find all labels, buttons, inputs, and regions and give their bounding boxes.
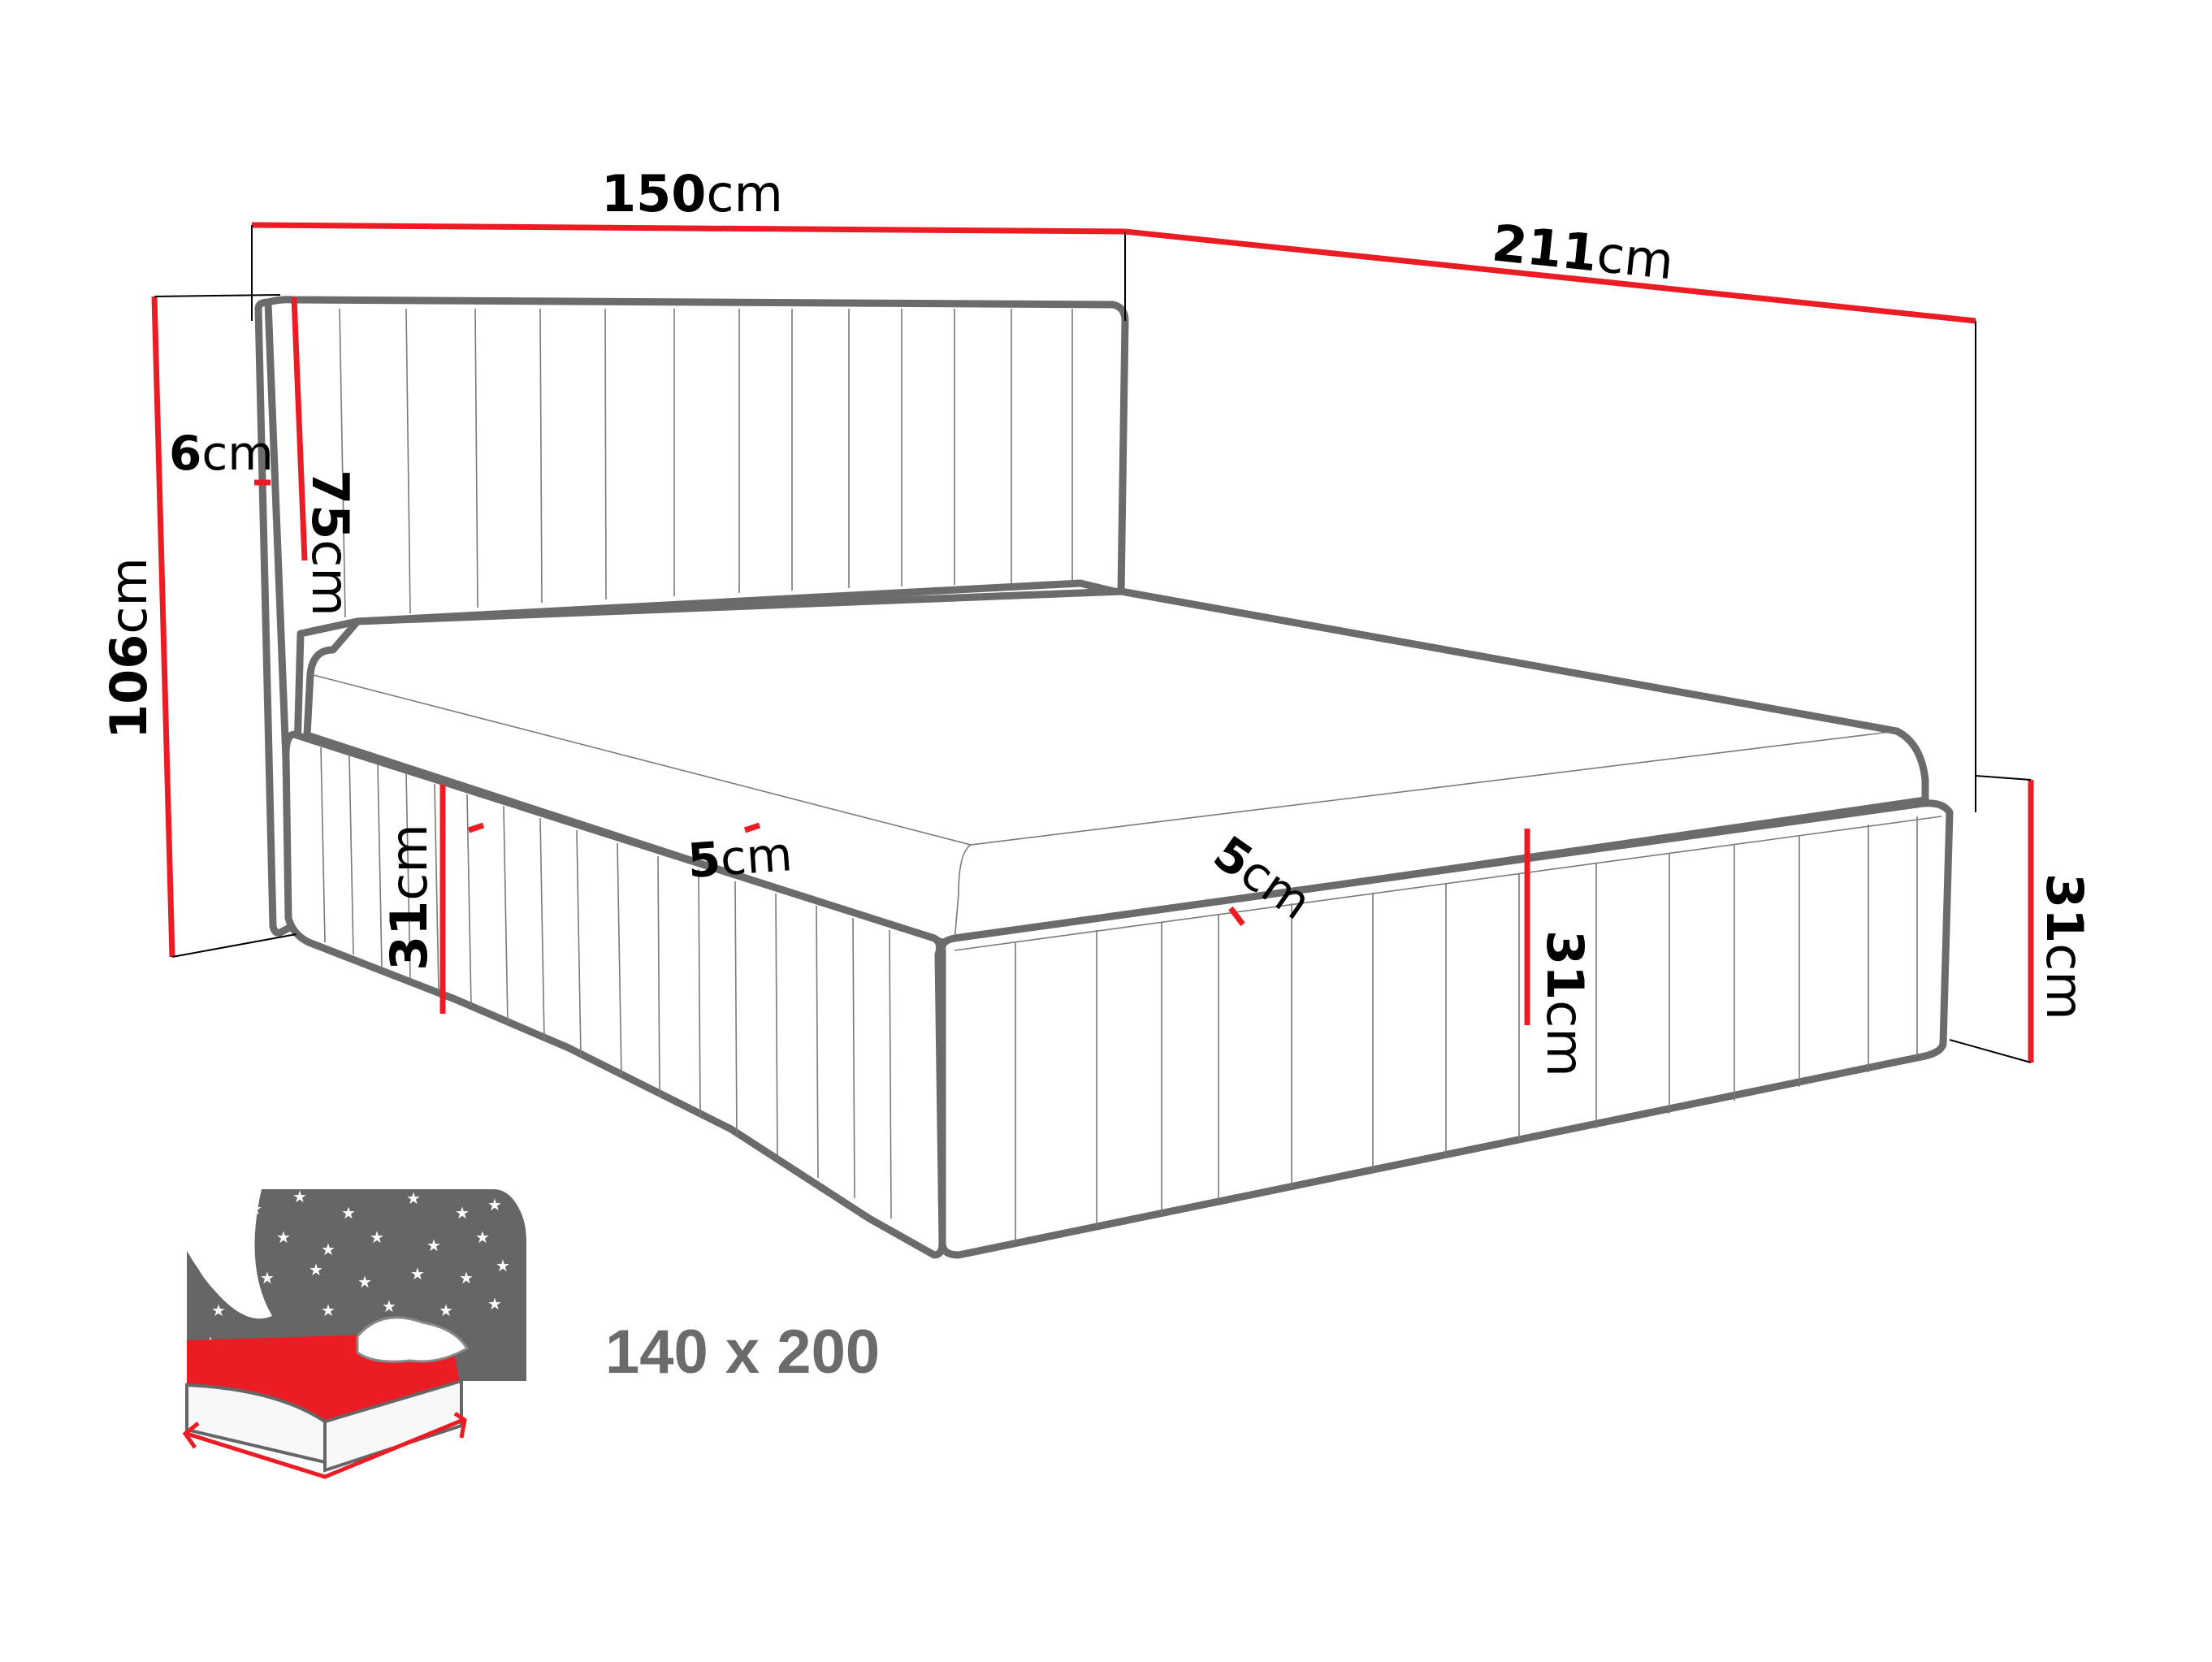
dimension-foot-rail-height: 31cm <box>1524 829 1595 1077</box>
dimension-width: 150cm <box>251 164 1126 321</box>
svg-text:★: ★ <box>439 1301 453 1320</box>
foot-rail <box>938 799 1954 1259</box>
side-rail-thickness-unit: cm <box>718 826 794 886</box>
left-side-rail <box>282 730 946 1259</box>
svg-text:★: ★ <box>496 1256 510 1275</box>
total-height-unit: cm <box>99 557 158 634</box>
svg-text:★: ★ <box>459 1268 474 1288</box>
svg-text:★: ★ <box>211 1301 226 1320</box>
headboard-channels <box>339 308 1073 618</box>
svg-text:★: ★ <box>321 1301 335 1320</box>
svg-text:75cm: 75cm <box>301 470 360 617</box>
left-rail-channels <box>320 747 892 1219</box>
svg-text:31cm: 31cm <box>2035 873 2094 1020</box>
svg-text:★: ★ <box>426 1236 441 1255</box>
headboard-thickness-value: 6 <box>169 426 201 481</box>
svg-text:211cm: 211cm <box>1489 213 1676 291</box>
svg-text:★: ★ <box>475 1227 490 1247</box>
mattress-size-label: 140 x 200 <box>605 1318 880 1387</box>
svg-text:5cm: 5cm <box>686 826 794 889</box>
headboard-height-unit: cm <box>301 539 360 616</box>
left-rail-height-value: 31 <box>379 901 439 971</box>
dimension-right-rail-height: 31cm <box>1949 775 2094 1063</box>
svg-text:★: ★ <box>260 1268 275 1288</box>
foot-rail-channels <box>1015 816 1918 1243</box>
svg-text:★: ★ <box>410 1264 425 1283</box>
dimension-side-rail-thickness: 5cm <box>467 822 794 889</box>
svg-text:31cm: 31cm <box>379 824 439 971</box>
svg-text:★: ★ <box>248 1199 262 1218</box>
total-height-value: 106 <box>99 634 158 739</box>
svg-text:★: ★ <box>455 1203 470 1223</box>
svg-text:106cm: 106cm <box>99 557 158 739</box>
foot-rail-height-unit: cm <box>1535 1000 1595 1076</box>
svg-text:★: ★ <box>370 1227 384 1247</box>
side-rail-thickness-value: 5 <box>686 831 722 889</box>
svg-text:★: ★ <box>382 1296 396 1316</box>
svg-text:★: ★ <box>227 1236 242 1255</box>
right-rail-height-unit: cm <box>2035 943 2094 1019</box>
dimension-length: 211cm <box>1124 213 1976 812</box>
right-rail-height-value: 31 <box>2035 873 2094 943</box>
width-value: 150 <box>601 164 706 223</box>
dimension-left-rail-height: 31cm <box>379 785 446 1014</box>
svg-text:150cm: 150cm <box>601 164 783 223</box>
svg-text:★: ★ <box>487 1294 502 1314</box>
foot-rail-height-value: 31 <box>1535 930 1595 1000</box>
width-unit: cm <box>706 164 782 223</box>
length-value: 211 <box>1489 213 1599 283</box>
svg-text:★: ★ <box>321 1240 335 1259</box>
svg-text:★: ★ <box>487 1195 502 1214</box>
svg-text:6cm: 6cm <box>169 426 274 481</box>
svg-text:★: ★ <box>276 1227 291 1247</box>
svg-text:★: ★ <box>357 1272 372 1292</box>
svg-text:★: ★ <box>309 1260 323 1279</box>
dimension-headboard-thickness: 6cm <box>169 426 274 486</box>
left-rail-height-unit: cm <box>379 824 439 900</box>
headboard-height-value: 75 <box>301 470 360 539</box>
headboard-thickness-unit: cm <box>201 426 273 481</box>
svg-text:31cm: 31cm <box>1535 930 1595 1077</box>
svg-text:★: ★ <box>406 1188 421 1208</box>
svg-text:★: ★ <box>341 1203 356 1223</box>
mattress <box>303 587 1929 946</box>
mattress-size-icon: ★★★ ★★★ ★★★ ★★★ ★★★ ★★★ ★★★ ★★★ 140 x 20… <box>182 1187 880 1479</box>
dimension-headboard-height: 75cm <box>291 296 360 617</box>
dimension-total-height: 106cm <box>99 294 297 958</box>
length-unit: cm <box>1594 224 1677 291</box>
svg-text:★: ★ <box>292 1187 307 1206</box>
